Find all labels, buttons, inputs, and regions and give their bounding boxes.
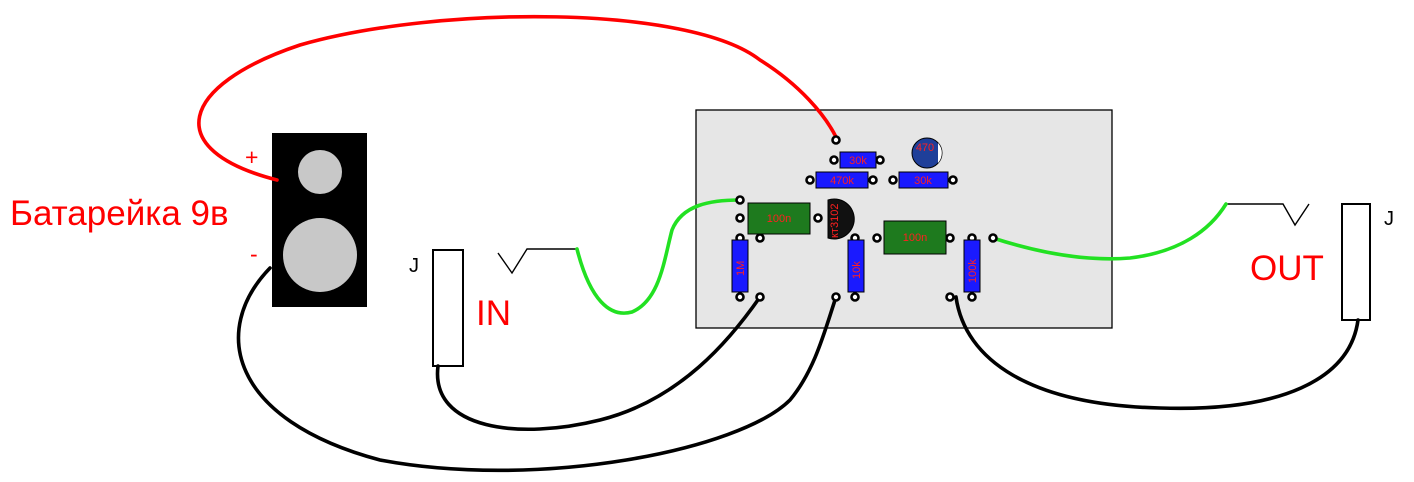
- capacitor-100n-left-label: 100n: [767, 213, 791, 225]
- in-label: IN: [476, 294, 511, 333]
- solder-pad: [735, 213, 745, 223]
- resistor-100k-label: 100k: [967, 259, 979, 283]
- solder-pad: [831, 292, 841, 302]
- out-label: OUT: [1250, 249, 1324, 288]
- ground-wire-battery: [236, 266, 838, 473]
- solder-pad: [988, 233, 998, 243]
- solder-pad: [875, 155, 885, 165]
- input-signal-wire: [575, 198, 742, 315]
- input-jack: [432, 249, 464, 367]
- output-signal-wire: [991, 202, 1228, 261]
- resistor-10k-label: 10k: [851, 261, 863, 279]
- ground-wire-output-jack: [954, 295, 1360, 411]
- resistor-30k-top-label: 30k: [849, 155, 867, 167]
- solder-pad: [872, 233, 882, 243]
- resistor-30k-bottom: 30k: [898, 171, 949, 189]
- transistor: кт3102: [827, 198, 855, 240]
- resistor-1m: 1M: [731, 239, 749, 293]
- resistor-10k: 10k: [847, 239, 865, 293]
- solder-pad: [850, 292, 860, 302]
- solder-pad: [813, 213, 823, 223]
- capacitor-body: [883, 220, 947, 255]
- resistor-body: [847, 239, 865, 293]
- resistor-30k-bottom-label: 30k: [914, 175, 932, 187]
- input-waveform-symbol: [497, 248, 577, 275]
- solder-pad: [735, 195, 745, 205]
- solder-pad: [945, 233, 955, 243]
- solder-pad: [948, 175, 958, 185]
- ground-wire-input-jack: [435, 295, 762, 432]
- solder-pad: [831, 135, 841, 145]
- solder-pad: [967, 292, 977, 302]
- capacitor-100n-left: 100n: [747, 202, 811, 235]
- resistor-470k-label: 470k: [830, 175, 854, 187]
- input-jack-letter: J: [409, 255, 419, 277]
- capacitor-polarity-stripe: [938, 143, 942, 163]
- resistor-1m-label: 1M: [735, 261, 747, 276]
- solder-pad: [755, 292, 765, 302]
- solder-pad: [829, 155, 839, 165]
- solder-pad: [868, 175, 878, 185]
- solder-pad: [755, 233, 765, 243]
- resistor-body: [898, 171, 949, 189]
- battery-plus-terminal: [298, 150, 342, 194]
- battery-plus-label: +: [245, 144, 258, 170]
- capacitor-100n-right: 100n: [883, 220, 947, 255]
- capacitor-470-label: 470: [916, 142, 934, 154]
- resistor-470k: 470k: [815, 171, 869, 189]
- solder-pads: [735, 135, 998, 302]
- resistor-body: [839, 151, 877, 169]
- battery-minus-terminal: [283, 218, 357, 292]
- output-jack: [1341, 203, 1371, 321]
- battery: [272, 133, 367, 307]
- resistor-30k-top: 30k: [839, 151, 877, 169]
- capacitor-100n-right-label: 100n: [903, 232, 927, 244]
- capacitor-body: [911, 137, 943, 169]
- output-jack-letter: J: [1384, 208, 1394, 230]
- electrolytic-capacitor: 470: [911, 137, 943, 169]
- power-wire: [197, 14, 838, 182]
- resistor-100k: 100k: [963, 239, 981, 293]
- solder-pad: [735, 292, 745, 302]
- resistor-body: [963, 239, 981, 293]
- transistor-label: кт3102: [829, 204, 841, 238]
- battery-minus-label: -: [250, 241, 258, 267]
- battery-name-label: Батарейка 9в: [10, 194, 229, 233]
- resistor-body: [815, 171, 869, 189]
- solder-pad: [945, 292, 955, 302]
- capacitor-body: [747, 202, 811, 235]
- solder-pad: [888, 175, 898, 185]
- resistor-body: [731, 239, 749, 293]
- output-waveform-symbol: [1226, 203, 1310, 227]
- solder-pad: [805, 175, 815, 185]
- transistor-body: [827, 198, 855, 240]
